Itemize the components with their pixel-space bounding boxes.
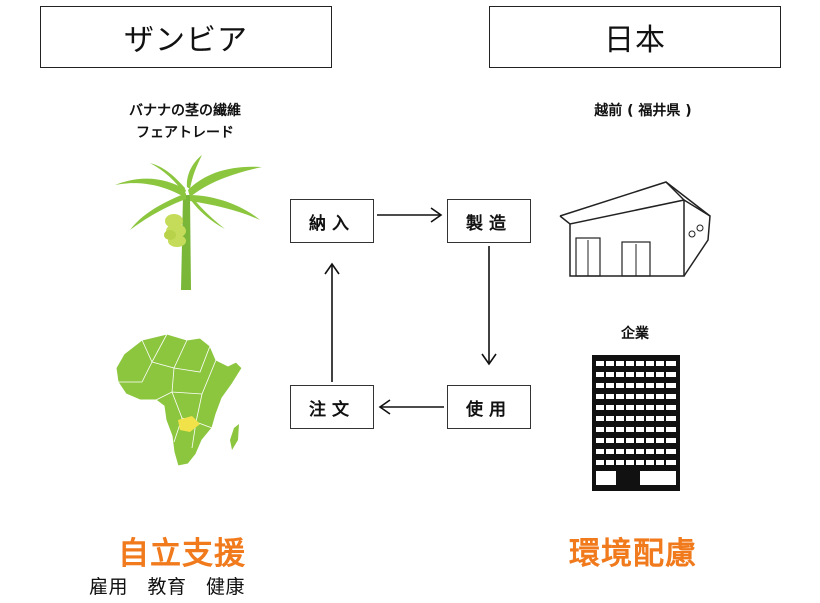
node-manufacture-label: 製造 bbox=[466, 213, 512, 234]
header-zambia: ザンビア bbox=[40, 6, 332, 68]
node-use: 使用 bbox=[447, 385, 531, 429]
header-japan: 日本 bbox=[489, 6, 781, 68]
factory-location-caption: 越前 ( 福井県 ) bbox=[594, 103, 692, 119]
node-order: 注文 bbox=[290, 385, 374, 429]
goal-self-reliance: 自立支援 bbox=[118, 536, 246, 572]
node-deliver-label: 納入 bbox=[309, 213, 355, 234]
company-caption: 企業 bbox=[621, 326, 649, 342]
node-order-label: 注文 bbox=[309, 399, 355, 420]
arrow-use-to-order-head bbox=[378, 399, 391, 415]
banana-tree-illustration bbox=[115, 155, 262, 290]
office-building-illustration bbox=[592, 355, 680, 491]
node-deliver: 納入 bbox=[290, 199, 374, 243]
arrow-manufacture-to-use-head bbox=[481, 353, 497, 366]
arrow-order-to-deliver-head bbox=[324, 262, 340, 275]
goal-environment: 環境配慮 bbox=[569, 536, 697, 572]
node-use-label: 使用 bbox=[466, 399, 512, 420]
africa-map-illustration bbox=[115, 333, 243, 467]
node-manufacture: 製造 bbox=[447, 199, 531, 243]
arrow-deliver-to-manufacture-head bbox=[430, 207, 443, 223]
header-japan-label: 日本 bbox=[604, 23, 666, 58]
factory-illustration bbox=[559, 181, 711, 277]
banana-fiber-caption: バナナの茎の繊維 フェアトレード bbox=[80, 100, 290, 144]
header-zambia-label: ザンビア bbox=[124, 23, 248, 58]
caption-fair-trade: フェアトレード bbox=[136, 125, 234, 141]
caption-banana-fiber: バナナの茎の繊維 bbox=[129, 103, 241, 119]
goal-self-reliance-details: 雇用 教育 健康 bbox=[89, 576, 246, 598]
